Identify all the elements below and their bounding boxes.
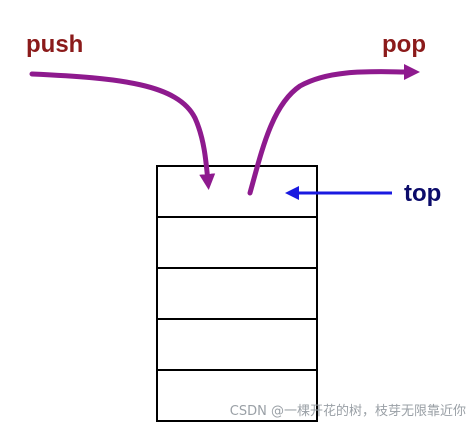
top-label: top — [404, 180, 441, 207]
stack-slot-4 — [156, 318, 318, 371]
push-label: push — [26, 31, 83, 58]
push-arrow — [29, 71, 216, 190]
pop-label: pop — [382, 31, 426, 58]
stack-slot-2 — [156, 216, 318, 269]
stack-slot-5 — [156, 369, 318, 422]
stack-slot-3 — [156, 267, 318, 320]
stack — [156, 165, 318, 422]
watermark: CSDN @一棵开花的树，枝芽无限靠近你 — [230, 403, 466, 419]
pop-arrow — [247, 63, 420, 196]
